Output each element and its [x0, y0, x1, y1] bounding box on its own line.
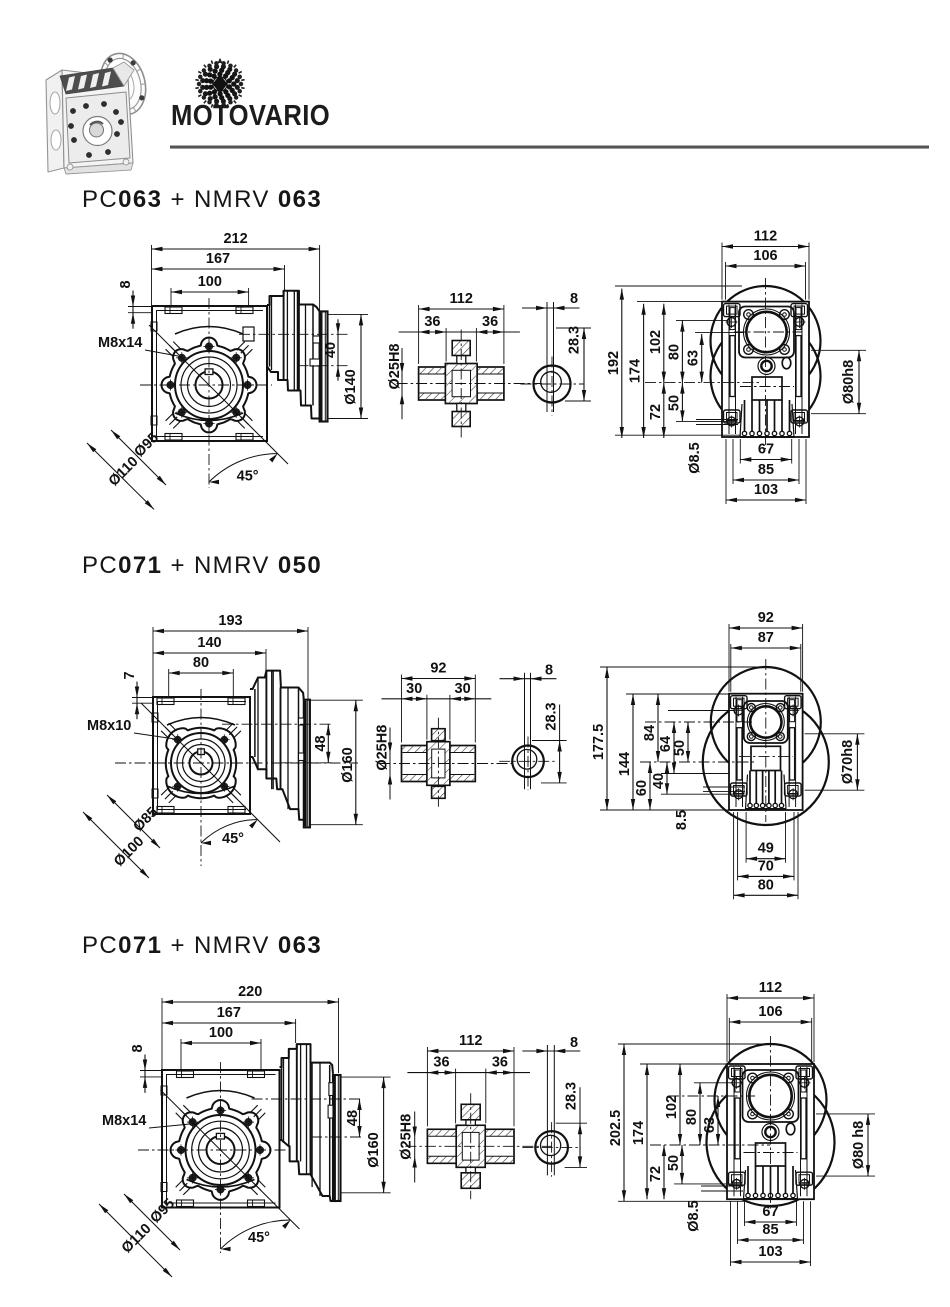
svg-text:64: 64 [658, 736, 674, 752]
svg-text:220: 220 [238, 984, 262, 1000]
svg-text:Ø160: Ø160 [340, 747, 356, 782]
svg-text:100: 100 [198, 274, 222, 290]
svg-text:28.3: 28.3 [544, 702, 560, 730]
svg-text:87: 87 [758, 630, 774, 646]
svg-text:112: 112 [754, 229, 777, 245]
svg-text:45°: 45° [222, 831, 244, 847]
svg-text:PC071 + NMRV 050: PC071 + NMRV 050 [82, 552, 322, 579]
svg-text:63: 63 [702, 1117, 718, 1133]
svg-text:103: 103 [754, 482, 778, 498]
svg-text:80: 80 [193, 655, 209, 671]
svg-text:Ø80 h8: Ø80 h8 [851, 1121, 867, 1169]
svg-text:212: 212 [223, 231, 247, 247]
svg-text:40: 40 [651, 773, 667, 789]
svg-text:102: 102 [648, 330, 664, 354]
svg-text:M8x14: M8x14 [98, 335, 142, 351]
svg-text:Ø140: Ø140 [343, 369, 359, 404]
svg-text:Ø25H8: Ø25H8 [398, 1114, 414, 1160]
svg-text:28.3: 28.3 [564, 1082, 580, 1110]
svg-text:8: 8 [570, 1035, 578, 1051]
svg-text:106: 106 [753, 248, 777, 264]
svg-text:45°: 45° [237, 468, 259, 484]
svg-text:106: 106 [758, 1004, 782, 1020]
svg-text:85: 85 [758, 462, 774, 478]
svg-text:Ø70h8: Ø70h8 [840, 740, 856, 784]
svg-text:36: 36 [433, 1055, 449, 1071]
svg-text:193: 193 [218, 613, 242, 629]
svg-text:PC063 + NMRV 063: PC063 + NMRV 063 [82, 186, 322, 213]
svg-text:M8x14: M8x14 [102, 1113, 146, 1129]
svg-text:50: 50 [666, 1155, 682, 1171]
svg-text:30: 30 [406, 681, 422, 697]
svg-text:60: 60 [634, 780, 650, 796]
svg-text:72: 72 [648, 1166, 664, 1182]
svg-text:80: 80 [684, 1109, 700, 1125]
svg-text:202.5: 202.5 [608, 1110, 624, 1146]
svg-text:85: 85 [762, 1222, 778, 1238]
svg-text:100: 100 [209, 1025, 233, 1041]
svg-text:167: 167 [217, 1005, 241, 1021]
svg-text:103: 103 [758, 1244, 782, 1260]
svg-text:Ø100: Ø100 [111, 834, 147, 870]
svg-text:36: 36 [424, 314, 440, 330]
svg-text:Ø110: Ø110 [106, 454, 142, 490]
svg-text:167: 167 [206, 251, 230, 267]
svg-text:8: 8 [570, 291, 578, 307]
svg-text:174: 174 [631, 1121, 647, 1145]
svg-text:112: 112 [459, 1033, 482, 1049]
svg-text:Ø25H8: Ø25H8 [387, 344, 403, 390]
svg-text:48: 48 [313, 735, 329, 751]
svg-text:80: 80 [666, 344, 682, 360]
svg-text:MOTOVARIO: MOTOVARIO [171, 99, 330, 132]
svg-text:177.5: 177.5 [591, 724, 607, 760]
svg-text:67: 67 [758, 442, 774, 458]
svg-text:30: 30 [455, 681, 471, 697]
svg-text:Ø8.5: Ø8.5 [687, 442, 703, 473]
svg-text:8.5: 8.5 [674, 810, 690, 830]
svg-text:M8x10: M8x10 [87, 718, 131, 734]
svg-text:92: 92 [758, 610, 774, 626]
svg-text:49: 49 [758, 841, 774, 857]
svg-text:28.3: 28.3 [567, 326, 583, 354]
svg-text:8: 8 [130, 1044, 146, 1052]
svg-text:70: 70 [758, 858, 774, 874]
svg-text:8: 8 [118, 280, 134, 288]
svg-text:Ø80h8: Ø80h8 [841, 360, 857, 404]
svg-text:92: 92 [430, 661, 446, 677]
svg-text:63: 63 [686, 350, 702, 366]
svg-text:Ø8.5: Ø8.5 [686, 1200, 702, 1231]
svg-text:40: 40 [323, 342, 339, 358]
svg-text:7: 7 [122, 671, 138, 679]
svg-text:102: 102 [664, 1095, 680, 1119]
svg-text:36: 36 [482, 314, 498, 330]
svg-text:45°: 45° [248, 1230, 270, 1246]
svg-text:112: 112 [449, 291, 472, 307]
svg-text:80: 80 [758, 877, 774, 893]
svg-text:192: 192 [606, 351, 622, 375]
svg-text:Ø110: Ø110 [119, 1221, 155, 1257]
svg-text:72: 72 [648, 404, 664, 420]
svg-text:140: 140 [197, 635, 221, 651]
svg-text:Ø25H8: Ø25H8 [375, 725, 391, 771]
svg-text:50: 50 [666, 395, 682, 411]
svg-text:144: 144 [617, 752, 633, 776]
svg-text:174: 174 [628, 359, 644, 383]
svg-text:50: 50 [672, 740, 688, 756]
svg-text:112: 112 [759, 980, 782, 996]
svg-text:Ø160: Ø160 [366, 1132, 382, 1167]
svg-text:36: 36 [492, 1055, 508, 1071]
svg-text:67: 67 [762, 1204, 778, 1220]
svg-text:84: 84 [642, 725, 658, 741]
svg-text:PC071 + NMRV 063: PC071 + NMRV 063 [82, 932, 322, 959]
svg-text:Ø95: Ø95 [131, 430, 162, 461]
svg-text:48: 48 [345, 1110, 361, 1126]
svg-text:8: 8 [545, 663, 553, 679]
